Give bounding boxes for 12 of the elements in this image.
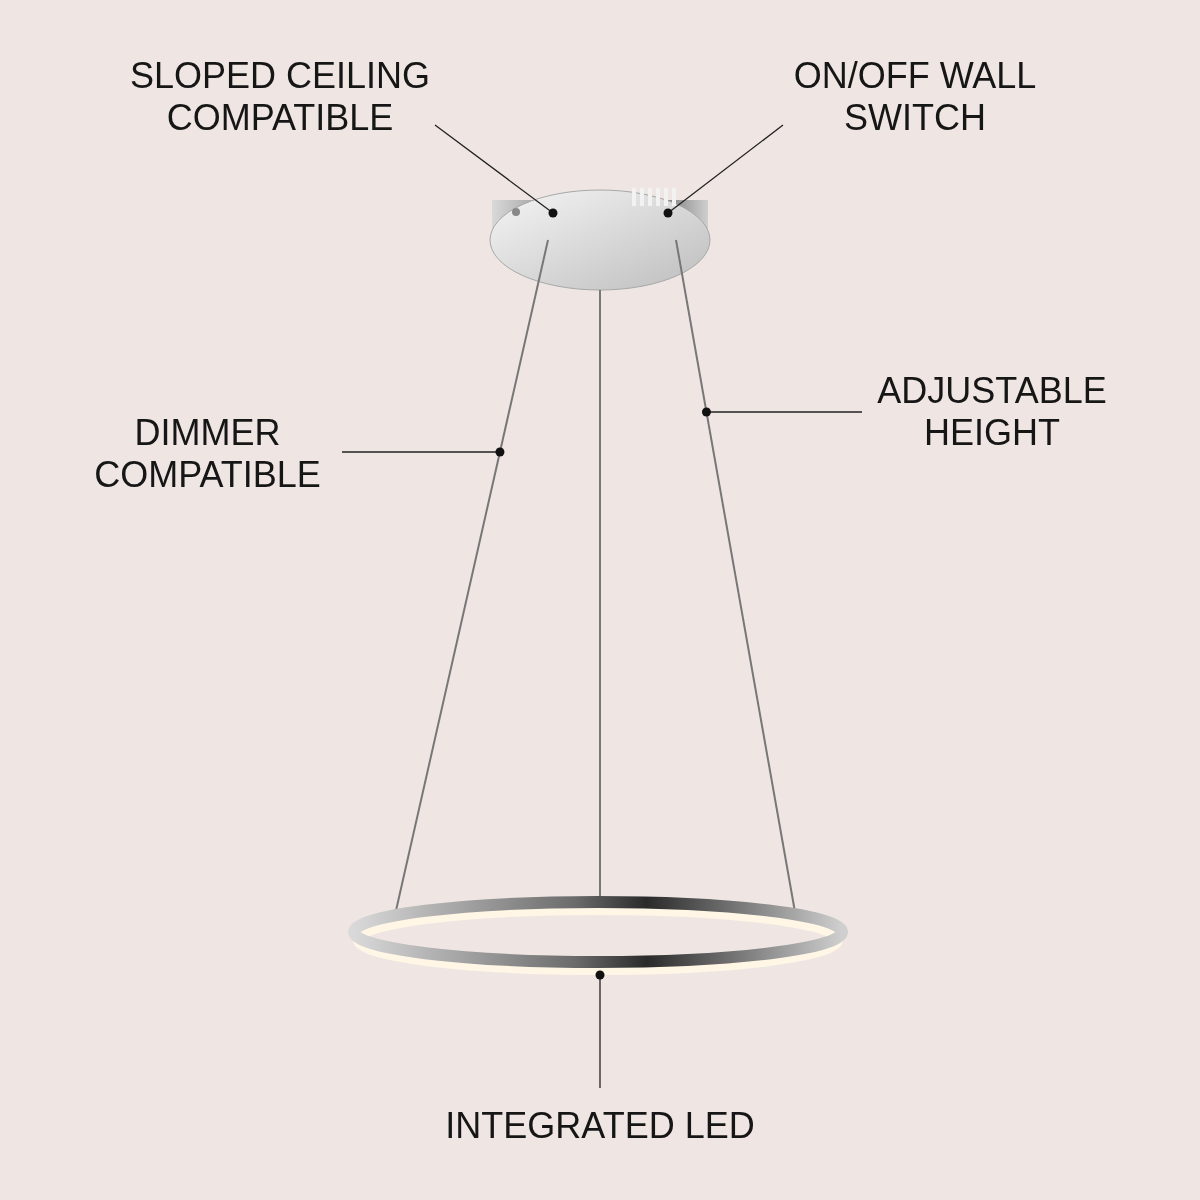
callout-text: ADJUSTABLE HEIGHT	[862, 370, 1122, 454]
ceiling-canopy	[489, 188, 711, 291]
leader-line	[595, 970, 605, 1089]
callout-text: ON/OFF WALL SWITCH	[770, 55, 1060, 139]
leader-line	[701, 407, 863, 417]
leader-line	[663, 124, 784, 218]
callout-text: INTEGRATED LED	[420, 1105, 780, 1147]
led-ring-drawing	[348, 289, 848, 975]
leader-line	[341, 447, 505, 457]
leader-line	[434, 124, 558, 218]
callout-text: SLOPED CEILING COMPATIBLE	[110, 55, 450, 139]
callout-text: DIMMER COMPATIBLE	[70, 412, 345, 496]
